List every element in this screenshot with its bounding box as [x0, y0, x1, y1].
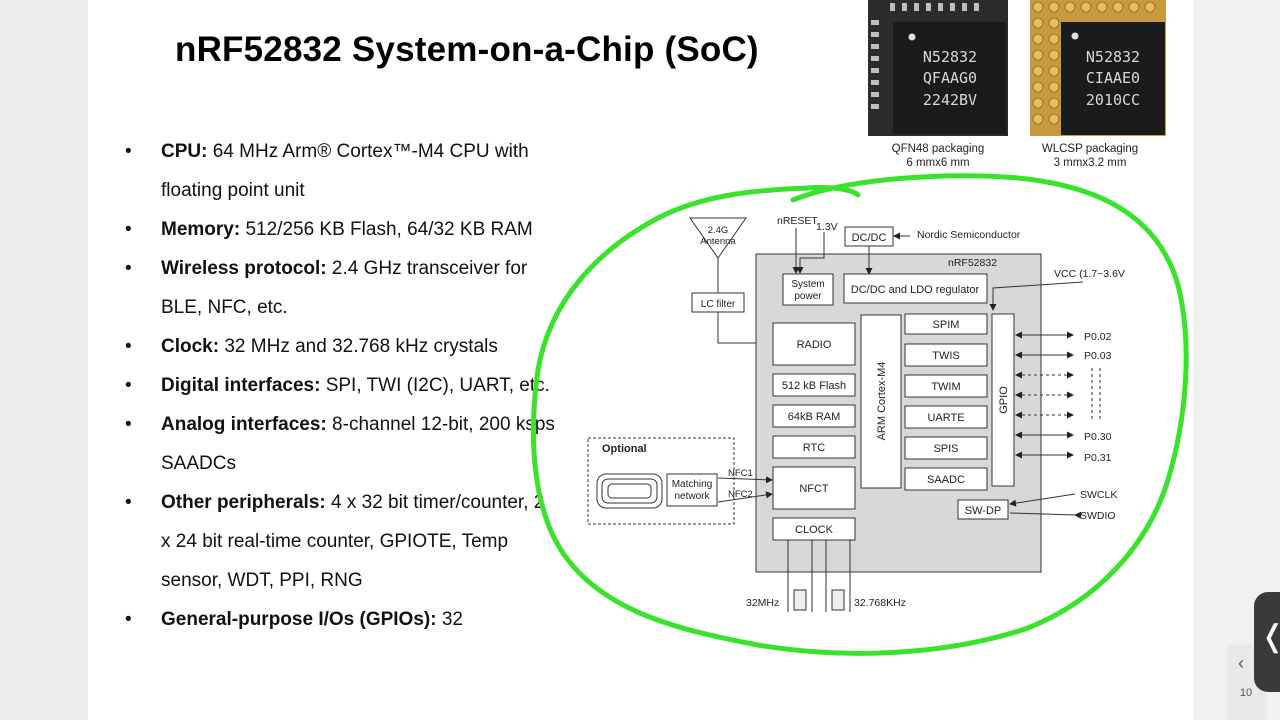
svg-text:SWDIO: SWDIO — [1080, 510, 1116, 522]
svg-text:RTC: RTC — [803, 442, 825, 454]
svg-text:Matching: Matching — [672, 479, 713, 490]
svg-text:network: network — [674, 491, 710, 502]
svg-text:32.768KHz: 32.768KHz — [854, 597, 906, 609]
svg-text:32MHz: 32MHz — [746, 597, 779, 609]
svg-text:Optional: Optional — [602, 443, 647, 455]
svg-text:1.3V: 1.3V — [816, 221, 838, 233]
svg-text:NFC1: NFC1 — [728, 468, 753, 479]
qfn48-chip-image: N52832 QFAAG0 2242BV — [868, 0, 1008, 136]
svg-text:SPIS: SPIS — [933, 443, 958, 455]
page-number: 10 — [1239, 687, 1253, 699]
bullet-cpu: CPU: 64 MHz Arm® Cortex™-M4 CPU with flo… — [118, 132, 558, 210]
svg-text:N52832: N52832 — [923, 48, 977, 66]
svg-text:ARM Cortex-M4: ARM Cortex-M4 — [876, 362, 888, 441]
svg-text:nRF52832: nRF52832 — [948, 257, 997, 269]
svg-text:2.4G: 2.4G — [708, 225, 729, 236]
svg-text:2242BV: 2242BV — [923, 91, 977, 109]
svg-text:DC/DC: DC/DC — [852, 232, 887, 244]
svg-text:SPIM: SPIM — [933, 319, 960, 331]
spec-list: CPU: 64 MHz Arm® Cortex™-M4 CPU with flo… — [118, 132, 558, 639]
bullet-peripherals: Other peripherals: 4 x 32 bit timer/coun… — [118, 483, 558, 600]
wlcsp-caption: WLCSP packaging 3 mmx3.2 mm — [1041, 143, 1139, 169]
svg-text:P0.02: P0.02 — [1084, 331, 1112, 343]
svg-text:2010CC: 2010CC — [1086, 91, 1140, 109]
svg-text:N52832: N52832 — [1086, 48, 1140, 66]
svg-text:DC/DC and LDO regulator: DC/DC and LDO regulator — [851, 284, 980, 296]
svg-text:P0.03: P0.03 — [1084, 350, 1112, 362]
bullet-digital: Digital interfaces: SPI, TWI (I2C), UART… — [118, 366, 558, 405]
qfn48-caption: QFN48 packaging 6 mmx6 mm — [891, 143, 985, 169]
bullet-wireless: Wireless protocol: 2.4 GHz transceiver f… — [118, 249, 558, 327]
block-diagram: 2.4G Antenna LC filter nRESET 1.3V DC/DC… — [587, 215, 1125, 612]
svg-text:SAADC: SAADC — [927, 474, 965, 486]
svg-text:SWCLK: SWCLK — [1080, 489, 1117, 501]
svg-text:P0.30: P0.30 — [1084, 431, 1112, 443]
svg-text:LC filter: LC filter — [701, 299, 736, 310]
bullet-memory: Memory: 512/256 KB Flash, 64/32 KB RAM — [118, 210, 558, 249]
svg-text:UARTE: UARTE — [927, 412, 964, 424]
svg-text:RADIO: RADIO — [797, 339, 832, 351]
svg-text:GPIO: GPIO — [998, 386, 1010, 414]
wlcsp-chip-image: N52832 CIAAE0 2010CC — [1030, 0, 1166, 136]
svg-text:CLOCK: CLOCK — [795, 524, 834, 536]
svg-text:P0.31: P0.31 — [1084, 452, 1112, 464]
svg-text:nRESET: nRESET — [777, 215, 818, 227]
svg-text:System: System — [791, 279, 824, 290]
chevron-left-icon: ❬ — [1260, 622, 1280, 652]
svg-text:Nordic Semiconductor: Nordic Semiconductor — [917, 229, 1021, 241]
bullet-analog: Analog interfaces: 8-channel 12-bit, 200… — [118, 405, 558, 483]
svg-text:power: power — [794, 291, 822, 302]
slide-canvas: nRF52832 System-on-a-Chip (SoC) CPU: 64 … — [88, 0, 1193, 720]
svg-text:NFC2: NFC2 — [728, 489, 753, 500]
svg-text:QFAAG0: QFAAG0 — [923, 69, 977, 87]
side-panel-toggle[interactable]: ❬ — [1254, 592, 1280, 692]
bullet-gpio: General-purpose I/Os (GPIOs): 32 — [118, 600, 558, 639]
svg-text:Antenna: Antenna — [700, 236, 736, 247]
svg-text:SW-DP: SW-DP — [965, 505, 1001, 517]
bullet-clock: Clock: 32 MHz and 32.768 kHz crystals — [118, 327, 558, 366]
chevron-left-icon[interactable]: ‹ — [1238, 653, 1244, 673]
svg-text:CIAAE0: CIAAE0 — [1086, 69, 1140, 87]
svg-text:TWIS: TWIS — [932, 350, 960, 362]
svg-text:64kB RAM: 64kB RAM — [788, 411, 841, 423]
svg-text:VCC (1.7~3.6V: VCC (1.7~3.6V — [1054, 268, 1125, 280]
svg-text:NFCT: NFCT — [799, 483, 829, 495]
slide-title: nRF52832 System-on-a-Chip (SoC) — [175, 30, 759, 69]
svg-text:512 kB Flash: 512 kB Flash — [782, 380, 846, 392]
svg-text:TWIM: TWIM — [931, 381, 960, 393]
